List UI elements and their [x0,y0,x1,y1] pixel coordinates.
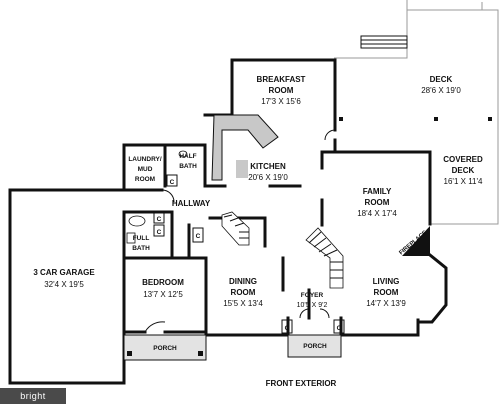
door-swings [144,129,336,333]
closet-marker: C [157,216,162,223]
breakfast-room-label: BREAKFAST [257,75,306,84]
living-room-size: 14'7 X 13'9 [366,299,406,308]
kitchen-label: KITCHEN [250,162,286,171]
half-bath-toilet [178,150,188,158]
breakfast-room-label-2: ROOM [269,86,294,95]
front-exterior-label: FRONT EXTERIOR [266,379,337,388]
family-room-label-2: ROOM [365,198,390,207]
covered-deck-label-2: DECK [452,166,475,175]
deck-post [434,117,438,121]
covered-deck-label-1: COVERED [443,155,483,164]
covered-deck-size: 16'1 X 11'4 [444,177,483,186]
bedroom-label: BEDROOM [142,278,184,287]
laundry-label-1: LAUNDRY/ [128,156,162,163]
kitchen-counter [212,115,278,180]
deck-label: DECK [430,75,453,84]
deck-post [488,117,492,121]
fireplace-hearth [402,226,430,256]
front-porch [288,335,341,357]
bedroom-size: 13'7 X 12'5 [143,290,183,299]
living-room-label-2: ROOM [374,288,399,297]
toilet [126,232,136,244]
garage-label: 3 CAR GARAGE [33,268,95,277]
kitchen-size: 20'6 X 19'0 [248,173,288,182]
half-bath-label-2: BATH [179,163,197,170]
foyer-label: FOYER [301,292,324,299]
bright-watermark: bright [0,388,66,404]
family-room-label-1: FAMILY [363,187,392,196]
full-bath-label-2: BATH [132,245,150,252]
deck-outline [334,0,499,225]
breakfast-room-size: 17'3 X 15'6 [261,97,301,106]
closets [153,174,345,334]
hallway-label: HALLWAY [172,199,211,208]
upper-staircase [221,211,250,246]
full-bath-label-1: FULL [133,235,150,242]
living-room-label-1: LIVING [373,277,400,286]
foyer-size: 10'5 X 9'2 [297,302,328,309]
side-porch [124,335,206,360]
laundry-label-2: MUD [138,166,153,173]
deck-size: 28'6 X 19'0 [421,86,461,95]
bath-sink [128,215,146,227]
dining-room-label-1: DINING [229,277,257,286]
side-porch-label: PORCH [153,345,177,352]
closet-marker: C [285,325,290,332]
closet-marker: C [157,229,162,236]
front-porch-label: PORCH [303,343,327,350]
closet-marker: C [170,179,175,186]
closet-marker: C [337,325,342,332]
dining-room-size: 15'5 X 13'4 [223,299,263,308]
half-bath-label-1: HALF [179,153,196,160]
deck-post [339,117,343,121]
deck-steps [360,35,408,49]
laundry-label-3: ROOM [135,176,155,183]
closet-marker: C [196,233,201,240]
kitchen-island-sink [236,160,248,178]
dining-room-label-2: ROOM [231,288,256,297]
garage-size: 32'4 X 19'5 [44,280,84,289]
foyer-staircase [305,227,344,289]
family-room-size: 18'4 X 17'4 [357,209,397,218]
